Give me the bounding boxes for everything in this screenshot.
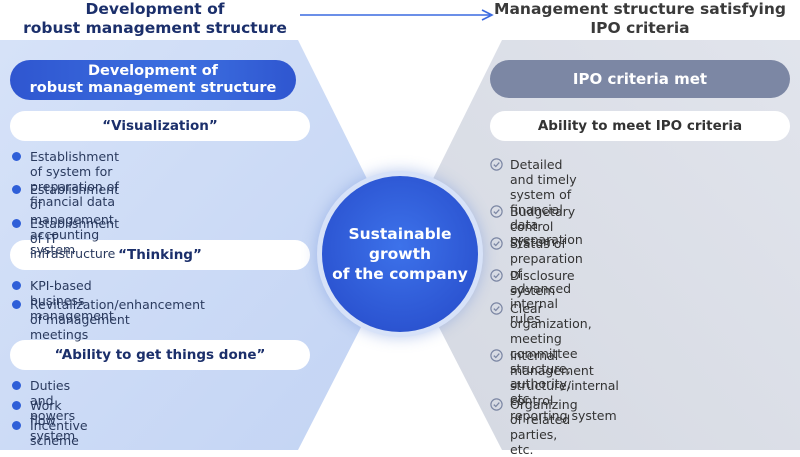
- item-text: preparation: [510, 232, 583, 247]
- center-line3: of the company: [332, 265, 468, 283]
- item-text: meetings: [30, 327, 89, 342]
- header-right-line1: Management structure satisfying: [494, 0, 786, 18]
- item-text: Establishment of management accounting: [30, 182, 119, 242]
- item-text: structure, authority, etc.: [510, 361, 571, 406]
- item-text: Work flow system: [30, 398, 76, 443]
- item-text: Disclosure system: [510, 268, 575, 298]
- blue-dot-icon: [12, 421, 21, 430]
- header-left-title: Development of robust management structu…: [0, 0, 310, 38]
- header-right-title: Management structure satisfying IPO crit…: [480, 0, 800, 38]
- check-circle-icon: [490, 158, 503, 171]
- group-heading-visualization: “Visualization”: [10, 111, 310, 141]
- check-circle-icon: [490, 398, 503, 411]
- item-text: KPI-based business management: [30, 278, 114, 323]
- item-text: Detailed and timely system of financial …: [510, 157, 577, 232]
- right-panel-bg: [425, 40, 800, 450]
- left-title-line2: robust management structure: [29, 80, 277, 96]
- item-text: Internal management structure/internal c…: [510, 348, 619, 408]
- header-left-line1: Development of: [85, 0, 225, 18]
- item-text: Revitalization/enhancement of management: [30, 297, 205, 327]
- center-line2: growth: [368, 245, 432, 263]
- check-circle-icon: [490, 349, 503, 362]
- right-subtitle: Ability to meet IPO criteria: [490, 111, 790, 141]
- blue-dot-icon: [12, 185, 21, 194]
- group-heading-ability: “Ability to get things done”: [10, 340, 310, 370]
- item-text: Status of preparation of advanced intern…: [510, 236, 583, 326]
- check-circle-icon: [490, 269, 503, 282]
- header-right-line2: IPO criteria: [590, 19, 690, 37]
- item-text: system: [30, 242, 76, 257]
- group-heading-thinking: “Thinking”: [10, 240, 310, 270]
- check-circle-icon: [490, 302, 503, 315]
- item-text: reporting system: [510, 408, 617, 423]
- item-text: Establishment of system for preparation …: [30, 149, 119, 194]
- left-title-line1: Development of: [88, 63, 218, 79]
- right-title-pill: IPO criteria met: [490, 60, 790, 98]
- blue-dot-icon: [12, 300, 21, 309]
- item-text: Duties and powers: [30, 378, 76, 423]
- item-text: Clear organization, meeting committee: [510, 301, 592, 361]
- center-line1: Sustainable: [348, 225, 452, 243]
- blue-dot-icon: [12, 401, 21, 410]
- item-text: Organizing of related parties, etc.: [510, 397, 578, 457]
- left-title-pill: Development of robust management structu…: [10, 60, 296, 100]
- arrow-right-icon: [300, 9, 494, 21]
- blue-dot-icon: [12, 219, 21, 228]
- header-left-line2: robust management structure: [23, 19, 287, 37]
- center-growth-circle: Sustainable growth of the company: [322, 176, 478, 332]
- item-text: Budgetary control system: [510, 204, 576, 249]
- item-text: financial data: [30, 194, 115, 209]
- item-text: Incentive scheme: [30, 418, 88, 448]
- item-text: Establishment of IT infrastructure: [30, 216, 119, 261]
- blue-dot-icon: [12, 381, 21, 390]
- blue-dot-icon: [12, 281, 21, 290]
- blue-dot-icon: [12, 152, 21, 161]
- check-circle-icon: [490, 237, 503, 250]
- check-circle-icon: [490, 205, 503, 218]
